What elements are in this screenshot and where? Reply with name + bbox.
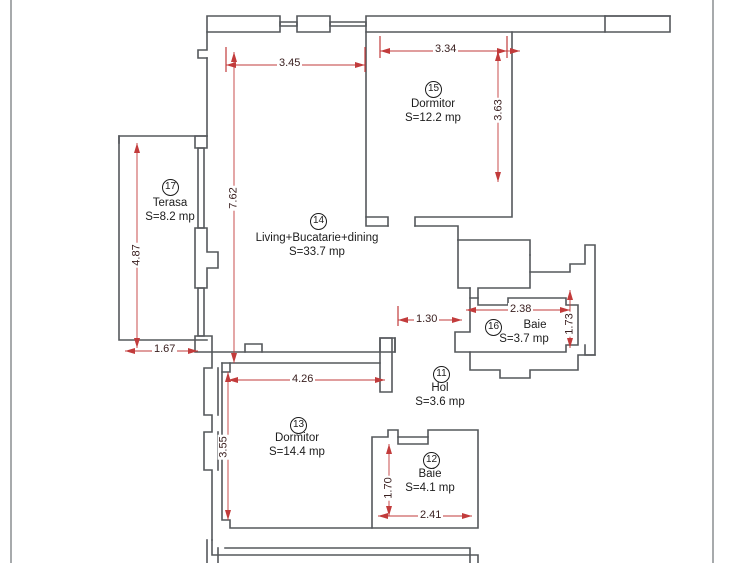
dimension-4-26: 4.26 xyxy=(290,373,316,385)
room-marker-15[interactable]: 15 xyxy=(425,81,442,98)
room-name-hol: Hol xyxy=(431,382,449,394)
dimension-3-63: 3.63 xyxy=(492,97,505,123)
room-marker-11[interactable]: 11 xyxy=(433,366,450,383)
room-area-baie-12: S=4.1 mp xyxy=(405,482,455,494)
dimension-7-62: 7.62 xyxy=(227,185,240,211)
room-area-living: S=33.7 mp xyxy=(289,246,345,258)
room-name-baie-12: Baie xyxy=(418,468,442,480)
dimension-2-41: 2.41 xyxy=(418,509,444,521)
dimension-1-30: 1.30 xyxy=(414,313,440,325)
room-marker-11-label: 11 xyxy=(436,368,447,379)
room-label-baie-12: Baie S=4.1 mp xyxy=(385,467,475,495)
room-label-hol: Hol S=3.6 mp xyxy=(400,381,480,409)
dimension-4-87: 4.87 xyxy=(130,242,143,268)
room-name-living: Living+Bucatarie+dining xyxy=(255,232,379,244)
room-marker-13-label: 13 xyxy=(292,419,305,430)
room-name-baie-16: Baie xyxy=(523,319,547,331)
room-marker-14[interactable]: 14 xyxy=(310,213,327,230)
room-label-dormitor-15: Dormitor S=12.2 mp xyxy=(378,97,488,125)
room-marker-14-label: 14 xyxy=(312,215,325,226)
room-area-baie-16: S=3.7 mp xyxy=(499,333,549,345)
room-marker-12[interactable]: 12 xyxy=(423,452,440,469)
room-marker-13[interactable]: 13 xyxy=(290,417,307,434)
room-label-terasa: Terasa S=8.2 mp xyxy=(124,196,216,224)
room-name-dormitor-15: Dormitor xyxy=(410,98,456,110)
room-marker-12-label: 12 xyxy=(425,454,438,465)
room-area-terasa: S=8.2 mp xyxy=(145,211,195,223)
dimension-3-34: 3.34 xyxy=(433,43,459,55)
room-label-dormitor-13: Dormitor S=14.4 mp xyxy=(242,431,352,459)
room-name-terasa: Terasa xyxy=(152,197,188,209)
room-area-dormitor-15: S=12.2 mp xyxy=(405,112,461,124)
room-label-living: Living+Bucatarie+dining S=33.7 mp xyxy=(237,231,397,259)
room-marker-16-label: 16 xyxy=(487,321,500,332)
room-label-baie-16: Baie S=3.7 mp xyxy=(482,318,566,346)
room-marker-16[interactable]: 16 xyxy=(485,319,502,336)
wall-structure xyxy=(118,15,671,563)
page-frame xyxy=(10,0,714,563)
room-name-dormitor-13: Dormitor xyxy=(274,432,320,444)
room-marker-17-label: 17 xyxy=(164,181,177,192)
room-marker-15-label: 15 xyxy=(427,83,440,94)
room-area-dormitor-13: S=14.4 mp xyxy=(269,446,325,458)
dimension-2-38: 2.38 xyxy=(508,303,534,315)
dimension-1-70: 1.70 xyxy=(382,475,395,501)
dimension-3-55: 3.55 xyxy=(217,434,230,460)
dimension-1-67: 1.67 xyxy=(152,343,178,355)
room-marker-17[interactable]: 17 xyxy=(162,179,179,196)
room-area-hol: S=3.6 mp xyxy=(415,396,465,408)
dimension-1-73: 1.73 xyxy=(563,311,576,337)
dimension-3-45: 3.45 xyxy=(277,57,303,69)
